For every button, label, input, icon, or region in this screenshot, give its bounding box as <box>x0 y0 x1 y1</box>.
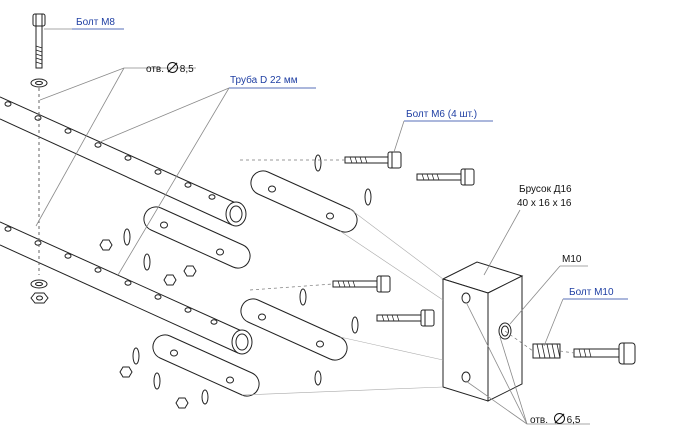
plate-lower-back <box>240 298 348 361</box>
bolt-m6-4 <box>376 309 435 327</box>
spring-washers <box>123 154 372 405</box>
label-hole-8-5-value: 8,5 <box>179 64 194 75</box>
bolt-m10 <box>573 342 636 365</box>
label-hole-8-5-prefix: отв. <box>146 64 165 75</box>
upper-pipe <box>0 96 247 227</box>
bolt-m6-3 <box>332 275 391 293</box>
bolt-m6-1 <box>344 151 402 169</box>
washer-m8-bottom <box>30 279 48 289</box>
plate-upper-front <box>143 206 251 269</box>
label-hole-6-5-prefix: отв. <box>530 415 549 426</box>
diameter-icon <box>166 62 178 73</box>
leader-lines <box>35 28 628 425</box>
label-block-name: Брусок Д16 <box>519 184 572 195</box>
plate-upper-back <box>250 170 358 233</box>
thread-insert-m10 <box>532 343 561 359</box>
label-hole-8-5: отв. 8,5 <box>146 62 194 76</box>
label-m10: М10 <box>562 254 582 265</box>
label-bolt-m10: Болт М10 <box>569 287 614 298</box>
lower-pipe <box>0 221 253 355</box>
construction-lines <box>241 208 444 396</box>
assembly-axes <box>240 159 575 354</box>
washer-m8-top <box>30 78 48 88</box>
nut-m8 <box>30 292 49 304</box>
label-pipe-d22: Труба D 22 мм <box>230 75 298 86</box>
nuts-m6 <box>99 239 197 409</box>
label-bolt-m8: Болт М8 <box>76 17 115 28</box>
block-d16 <box>441 261 524 402</box>
bolt-m8 <box>32 13 46 69</box>
bolt-m6-2 <box>416 168 475 186</box>
diameter-icon <box>553 413 565 424</box>
label-bolt-m6: Болт М6 (4 шт.) <box>406 109 478 120</box>
label-block-dimensions: 40 х 16 х 16 <box>517 198 572 209</box>
label-hole-6-5: отв. 6,5 <box>530 413 580 427</box>
label-hole-6-5-value: 6,5 <box>566 415 581 426</box>
